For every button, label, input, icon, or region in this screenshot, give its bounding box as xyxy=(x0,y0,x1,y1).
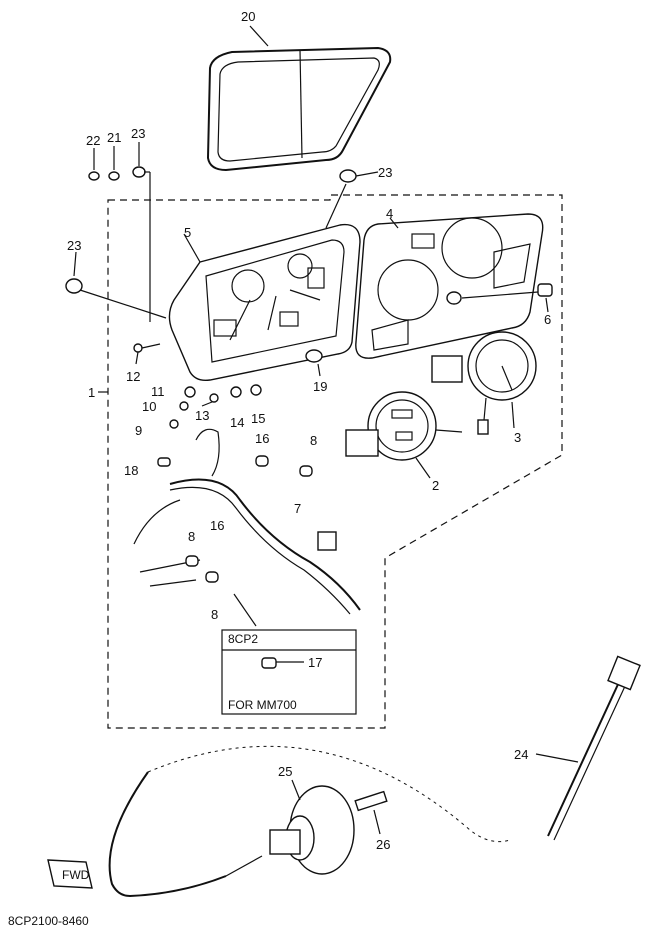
callout-2: 2 xyxy=(432,478,439,493)
inset-box: 8CP2 FOR MM700 xyxy=(221,593,357,715)
callout-15: 15 xyxy=(251,411,265,426)
callout-8-upper: 8 xyxy=(310,433,317,448)
fwd-badge: FWD xyxy=(47,859,93,889)
wire-harness xyxy=(133,428,361,615)
callout-9: 9 xyxy=(135,423,142,438)
callout-21: 21 xyxy=(107,130,121,145)
bezel-ring xyxy=(206,46,392,172)
callout-22: 22 xyxy=(86,133,100,148)
callout-23-top-left: 23 xyxy=(131,126,145,141)
callout-23-top: 23 xyxy=(378,165,392,180)
grommet-23-left xyxy=(65,251,167,319)
callout-16-lower: 16 xyxy=(210,518,224,533)
callout-20: 20 xyxy=(241,9,255,24)
callout-13: 13 xyxy=(195,408,209,423)
callout-23-left: 23 xyxy=(67,238,81,253)
callout-6: 6 xyxy=(544,312,551,327)
callout-14: 14 xyxy=(230,415,244,430)
gear-unit xyxy=(269,779,355,875)
grommet-19 xyxy=(305,349,323,377)
fwd-badge-label: FWD xyxy=(62,868,90,882)
grommet-23-top xyxy=(325,169,379,229)
callout-24: 24 xyxy=(514,747,528,762)
callout-8-lower: 8 xyxy=(211,607,218,622)
speedometer-gauge xyxy=(345,391,463,479)
screw-12 xyxy=(133,343,161,365)
inset-model-code: 8CP2 xyxy=(228,632,258,646)
speedometer-cable xyxy=(108,655,641,898)
callout-11: 11 xyxy=(151,384,165,399)
grommet-23-right xyxy=(446,291,539,305)
callout-25: 25 xyxy=(278,764,292,779)
callout-10: 10 xyxy=(142,399,156,414)
tachometer-gauge xyxy=(431,331,537,435)
pin-26 xyxy=(354,790,388,835)
assembly-boundary xyxy=(107,194,563,729)
front-panel xyxy=(355,213,544,359)
callout-12: 12 xyxy=(126,369,140,384)
diagram-code: 8CP2100-8460 xyxy=(8,914,89,928)
callout-3: 3 xyxy=(514,430,521,445)
callout-7: 7 xyxy=(294,501,301,516)
inset-note: FOR MM700 xyxy=(228,698,297,712)
small-parts-row xyxy=(169,384,262,429)
callout-1: 1 xyxy=(88,385,95,400)
callout-labels: 20 22 21 23 23 23 4 5 6 12 19 1 11 10 13… xyxy=(67,9,551,852)
callout-4: 4 xyxy=(386,206,393,221)
callout-26: 26 xyxy=(376,837,390,852)
callout-5: 5 xyxy=(184,225,191,240)
rear-housing xyxy=(168,223,361,382)
callout-17: 17 xyxy=(308,655,322,670)
cap-6 xyxy=(537,283,553,313)
callout-18: 18 xyxy=(124,463,138,478)
callout-19: 19 xyxy=(313,379,327,394)
callout-16-upper: 16 xyxy=(255,431,269,446)
callout-8-middle: 8 xyxy=(188,529,195,544)
small-parts-22-21-23 xyxy=(88,142,151,322)
